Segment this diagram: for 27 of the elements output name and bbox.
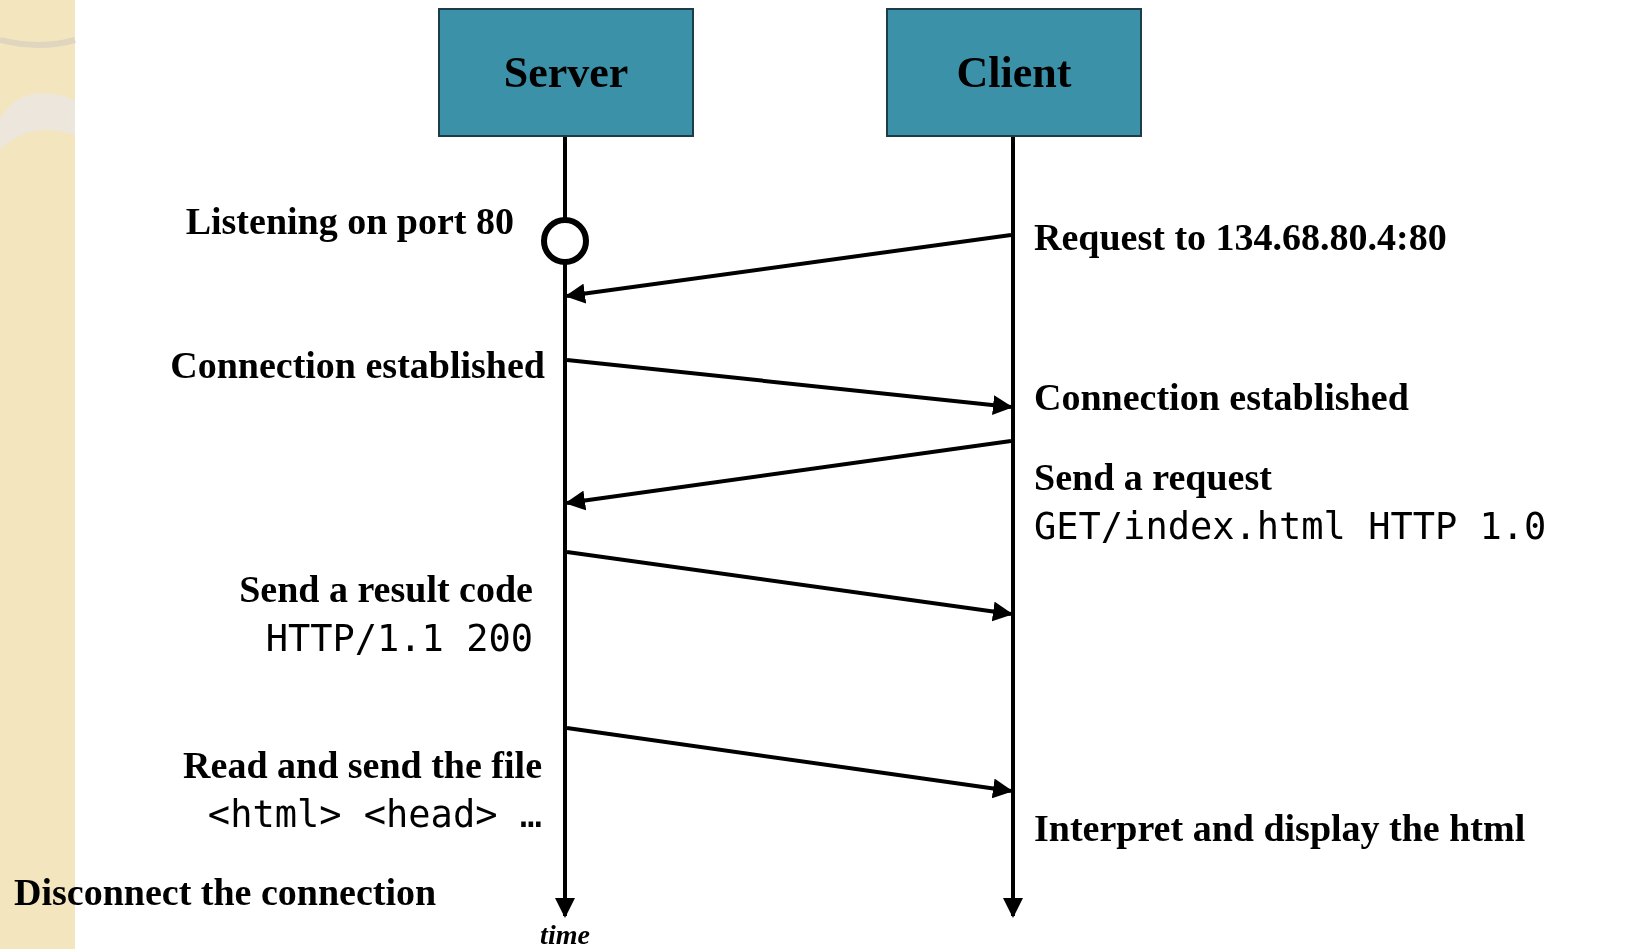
- event-label: Disconnect the connection: [14, 872, 437, 914]
- message-label: Request to 134.68.80.4:80: [1034, 217, 1447, 259]
- arrow: [1003, 887, 1023, 918]
- event-label: Listening on port 80: [185, 201, 514, 243]
- arrow: [555, 887, 575, 918]
- event-label: Interpret and display the html: [1034, 808, 1526, 850]
- message-arrow: [566, 726, 1013, 799]
- event-label: Read and send the file: [183, 745, 542, 787]
- lifeline: [563, 137, 567, 887]
- message-arrow: [566, 550, 1013, 622]
- lifeline-box: [886, 8, 1142, 137]
- event-label: Connection established: [170, 345, 545, 387]
- state-circle: [541, 217, 589, 265]
- message-arrow: [565, 233, 1012, 304]
- lifeline: [1011, 137, 1015, 887]
- message-arrow: [566, 358, 1013, 416]
- participant-name: Client: [956, 47, 1072, 98]
- code-text: GET/index.html HTTP 1.0: [1034, 506, 1547, 548]
- event-label: Send a request: [1034, 457, 1272, 499]
- axis-label: time: [540, 919, 590, 949]
- event-label: Send a result code: [239, 569, 533, 611]
- participant-name: Server: [503, 47, 629, 98]
- event-label: Connection established: [1034, 377, 1409, 419]
- lifeline-box: [438, 8, 694, 137]
- message-arrow: [565, 439, 1012, 511]
- code-text: HTTP/1.1 200: [265, 618, 533, 660]
- code-text: <html> <head> …: [207, 794, 542, 836]
